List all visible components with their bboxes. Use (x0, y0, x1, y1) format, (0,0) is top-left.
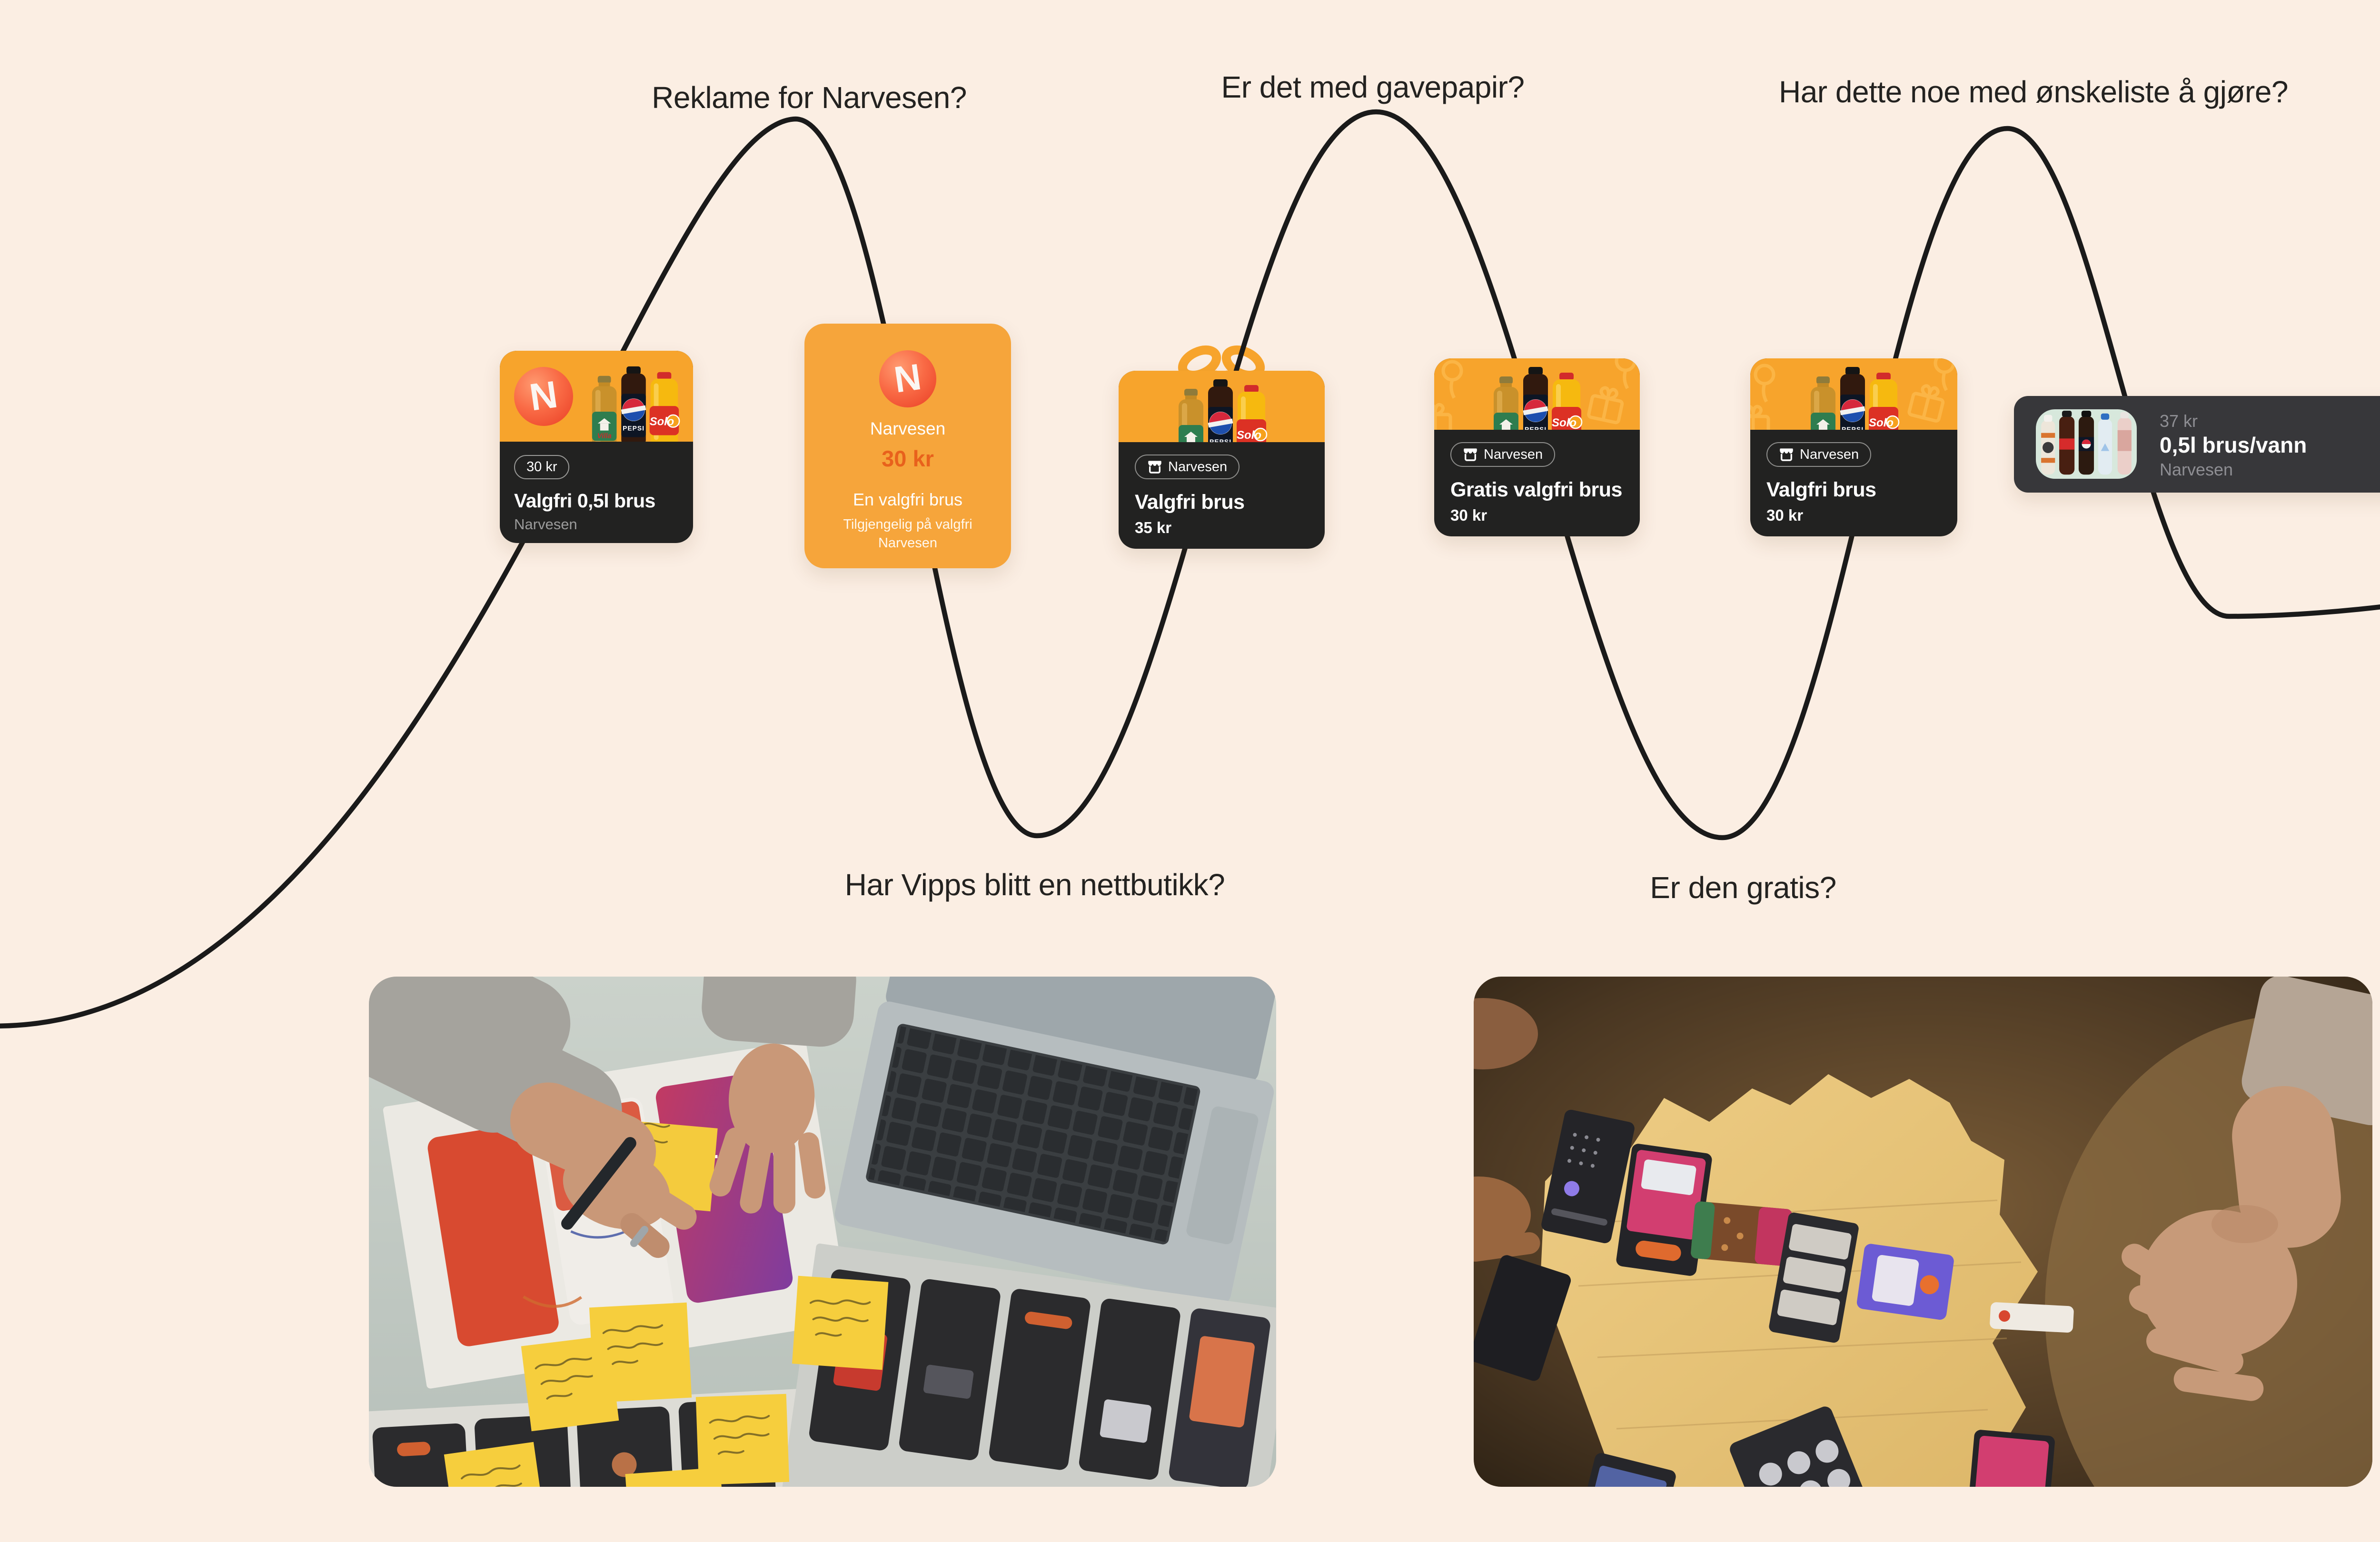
offer-price: 30 kr (882, 446, 934, 471)
soda-bottles-image (585, 363, 685, 442)
question-onskeliste: Har dette noe med ønskeliste å gjøre? (1778, 75, 2289, 109)
product-thumbnail (2036, 409, 2137, 479)
offer-card-gratis-valgfri-brus[interactable]: Narvesen Gratis valgfri brus 30 kr (1434, 358, 1640, 536)
offer-list-item[interactable]: 37 kr 0,5l brus/vann Narvesen (2014, 396, 2380, 493)
offer-title: Valgfri brus (1135, 491, 1245, 514)
offer-subtitle-line2: Narvesen (878, 535, 938, 551)
offer-price: 30 kr (1450, 506, 1488, 524)
offer-card-image (500, 351, 693, 442)
laptop (834, 977, 1276, 1305)
offer-detail-card[interactable]: Narvesen 30 kr En valgfri brus Tilgjenge… (804, 324, 1011, 568)
price-badge-label: 30 kr (526, 459, 557, 474)
merchant-badge: Narvesen (1135, 455, 1240, 479)
offer-subtitle-line1: Tilgjengelig på valgfri (843, 517, 972, 532)
card-mockups (1541, 1109, 2074, 1487)
offer-merchant: Narvesen (514, 516, 577, 533)
soda-bottles-image (1783, 364, 1925, 430)
merchant-badge-label: Narvesen (1168, 459, 1228, 474)
offer-price: 30 kr (1766, 506, 1804, 524)
narvesen-logo-icon (879, 350, 937, 408)
offer-card-image (1119, 371, 1325, 442)
soda-bottles-image (1150, 376, 1293, 442)
merchant-badge-label: Narvesen (1800, 446, 1859, 462)
question-gavepapir: Er det med gavepapir? (1221, 70, 1525, 104)
offer-title: Valgfri 0,5l brus (514, 490, 655, 512)
workshop-photo-right (1474, 977, 2372, 1487)
offer-title: Valgfri brus (1766, 478, 1876, 501)
offer-card-image (1750, 358, 1957, 430)
question-gratis: Er den gratis? (1650, 870, 1836, 905)
right-hand (2122, 977, 2372, 1401)
offer-card-valgfri-brus-30[interactable]: Narvesen Valgfri brus 30 kr (1750, 358, 1957, 536)
offer-subtitle: Tilgjengelig på valgfri Narvesen (804, 515, 1011, 553)
store-icon (1779, 447, 1794, 461)
sticky-notes (444, 1275, 889, 1487)
price-badge: 30 kr (514, 455, 570, 479)
narvesen-logo-icon (514, 367, 573, 426)
list-item-price: 37 kr (2160, 411, 2198, 431)
list-item-title: 0,5l brus/vann (2160, 433, 2307, 457)
offer-title: Gratis valgfri brus (1450, 478, 1622, 501)
offer-title: En valgfri brus (853, 490, 963, 509)
offer-card-valgfri-05l-brus[interactable]: 30 kr Valgfri 0,5l brus Narvesen (500, 351, 693, 543)
store-icon (1463, 447, 1478, 461)
hand-with-pen (369, 977, 697, 1258)
left-hand (1474, 998, 1571, 1381)
question-nettbutikk: Har Vipps blitt en nettbutikk? (844, 868, 1225, 902)
merchant-badge: Narvesen (1450, 442, 1556, 467)
soda-bottles-image (1466, 364, 1608, 430)
offer-card-valgfri-brus-35[interactable]: Narvesen Valgfri brus 35 kr (1119, 371, 1325, 549)
workshop-photo-left: 17:24 (369, 977, 1276, 1487)
reaching-hand (702, 977, 856, 1214)
merchant-badge: Narvesen (1766, 442, 1872, 467)
merchant-name: Narvesen (870, 419, 946, 438)
question-reklame: Reklame for Narvesen? (652, 80, 967, 115)
offer-price: 35 kr (1135, 519, 1172, 536)
offer-card-image (1434, 358, 1640, 430)
store-icon (1147, 460, 1162, 474)
list-item-merchant: Narvesen (2160, 460, 2233, 479)
merchant-badge-label: Narvesen (1484, 446, 1543, 462)
